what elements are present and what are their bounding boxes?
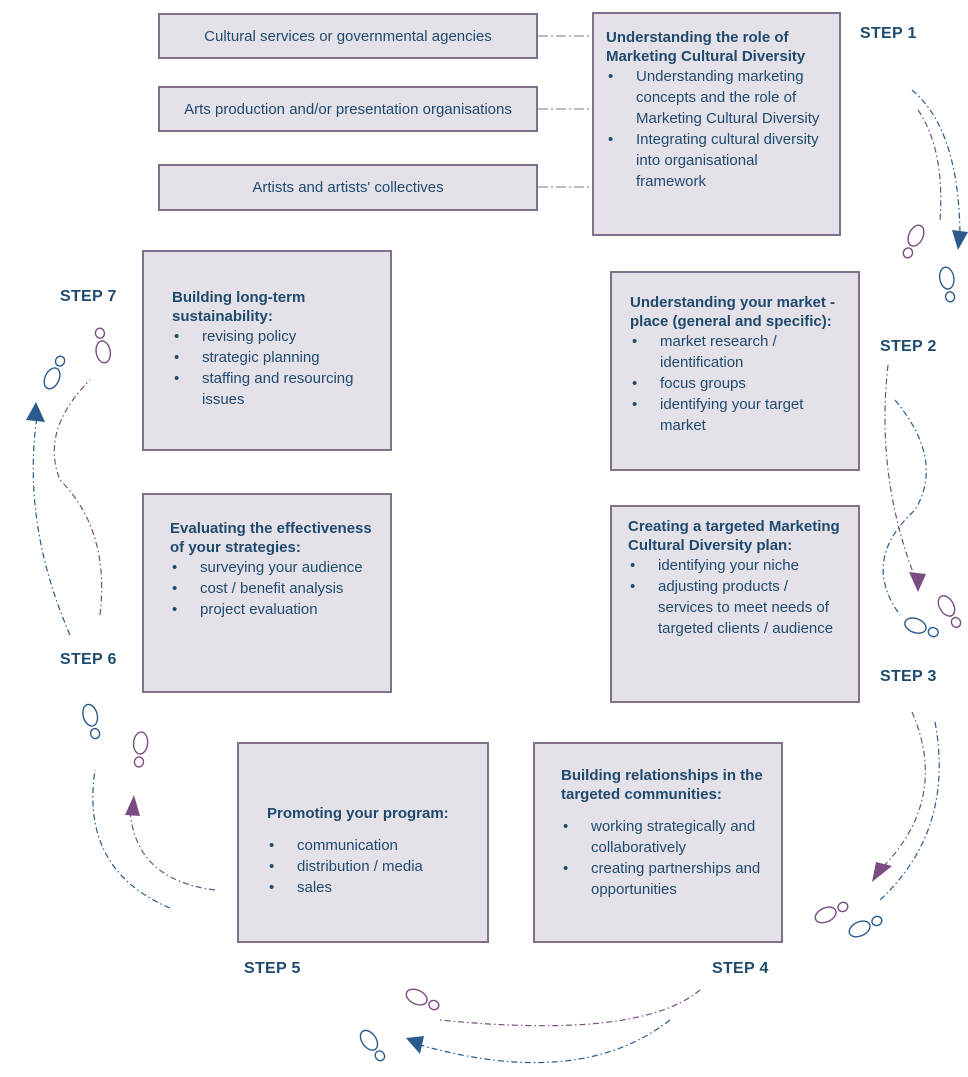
step-label: STEP 1 (860, 25, 917, 42)
step-items: communication distribution / media sales (267, 835, 475, 898)
list-item: strategic planning (172, 347, 378, 368)
step-title: Creating a targeted Marketing Cultural D… (628, 518, 840, 554)
org-box-agencies: Cultural services or governmental agenci… (158, 13, 538, 59)
list-item: cost / benefit analysis (170, 578, 378, 599)
list-item: Integrating cultural diversity into orga… (606, 129, 827, 192)
list-item: working strategically and collaborativel… (561, 816, 769, 858)
list-item: market research / identification (630, 331, 846, 373)
list-item: revising policy (172, 326, 378, 347)
step-7-box: Building long-term sustainability: revis… (142, 250, 392, 451)
step-items: revising policy strategic planning staff… (172, 326, 378, 410)
arrowhead-icon (26, 230, 968, 1054)
org-box-arts-organisations: Arts production and/or presentation orga… (158, 86, 538, 132)
step-label: STEP 2 (880, 338, 937, 355)
step-title: Evaluating the effectiveness of your str… (170, 520, 372, 556)
org-box-artists: Artists and artists' collectives (158, 164, 538, 211)
org-label: Arts production and/or presentation orga… (184, 100, 512, 118)
step-2-box: Understanding your market -place (genera… (610, 271, 860, 471)
list-item: staffing and resourcing issues (172, 368, 378, 410)
step-label: STEP 3 (880, 668, 937, 685)
step-title: Building long-term sustainability: (172, 289, 306, 325)
step-5-box: Promoting your program: communication di… (237, 742, 489, 943)
step-1-box: Understanding the role of Marketing Cult… (592, 12, 841, 236)
step-title: Promoting your program: (267, 805, 449, 822)
step-label: STEP 4 (712, 960, 769, 977)
list-item: distribution / media (267, 856, 475, 877)
org-label: Artists and artists' collectives (252, 179, 444, 196)
step-4-box: Building relationships in the targeted c… (533, 742, 783, 943)
list-item: adjusting products / services to meet ne… (628, 576, 846, 639)
step-title: Understanding your market -place (genera… (630, 294, 836, 330)
step-items: surveying your audience cost / benefit a… (170, 557, 378, 620)
list-item: creating partnerships and opportunities (561, 858, 769, 900)
org-connectors (538, 35, 592, 188)
step-items: identifying your niche adjusting product… (628, 555, 846, 639)
list-item: identifying your niche (628, 555, 846, 576)
step-items: market research / identification focus g… (630, 331, 846, 436)
step-title: Understanding the role of Marketing Cult… (606, 29, 806, 65)
list-item: Understanding marketing concepts and the… (606, 66, 827, 129)
step-items: working strategically and collaborativel… (561, 816, 769, 900)
list-item: communication (267, 835, 475, 856)
step-3-box: Creating a targeted Marketing Cultural D… (610, 505, 860, 703)
org-label: Cultural services or governmental agenci… (204, 27, 492, 45)
list-item: project evaluation (170, 599, 378, 620)
step-6-box: Evaluating the effectiveness of your str… (142, 493, 392, 693)
step-label: STEP 7 (60, 288, 117, 305)
step-label: STEP 6 (60, 651, 117, 668)
step-items: Understanding marketing concepts and the… (606, 66, 827, 192)
list-item: sales (267, 877, 475, 898)
list-item: focus groups (630, 373, 846, 394)
step-title: Building relationships in the targeted c… (561, 767, 763, 803)
list-item: surveying your audience (170, 557, 378, 578)
list-item: identifying your target market (630, 394, 846, 436)
step-label: STEP 5 (244, 960, 301, 977)
